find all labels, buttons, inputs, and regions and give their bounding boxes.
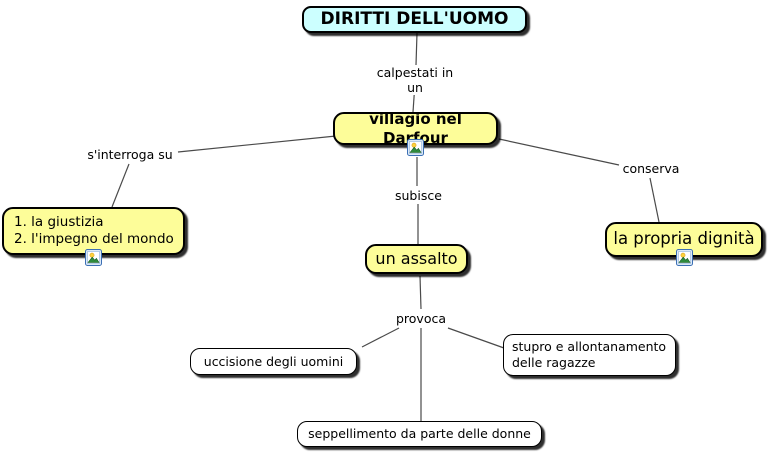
linking-phrase-subisce[interactable]: subisce <box>395 188 442 203</box>
concept-un-assalto[interactable]: un assalto <box>365 244 468 274</box>
linking-phrase-provoca[interactable]: provoca <box>394 311 448 326</box>
concept-uccisione-uomini[interactable]: uccisione degli uomini <box>190 348 357 375</box>
linking-phrase-conserva[interactable]: conserva <box>621 161 681 176</box>
linking-phrase-calpestati-in-un[interactable]: calpestati in un <box>367 65 463 95</box>
image-attachment-icon[interactable] <box>407 139 424 156</box>
concept-seppellimento-donne[interactable]: seppellimento da parte delle donne <box>297 421 542 447</box>
concept-giustizia-impegno[interactable]: 1. la giustizia 2. l'impegno del mondo <box>2 207 185 255</box>
image-attachment-icon[interactable] <box>85 249 102 266</box>
concept-stupro-allontanamento[interactable]: stupro e allontanamento delle ragazze <box>503 334 676 376</box>
concept-diritti-delluomo[interactable]: DIRITTI DELL'UOMO <box>302 6 527 33</box>
linking-phrase-sinterroga-su[interactable]: s'interroga su <box>84 147 176 162</box>
image-attachment-icon[interactable] <box>676 249 693 266</box>
